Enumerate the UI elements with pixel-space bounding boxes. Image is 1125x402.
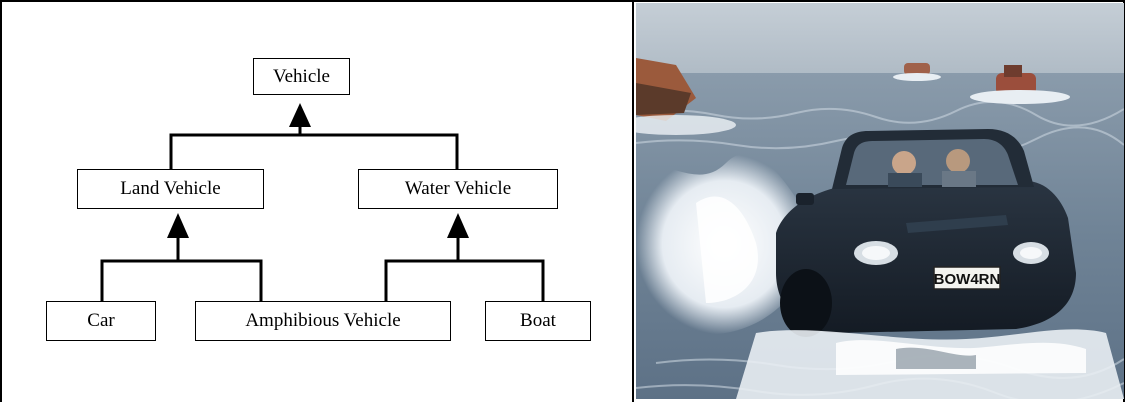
arrowhead-water-vehicle bbox=[447, 213, 469, 238]
edge-amphibious-to-water bbox=[384, 234, 460, 303]
amphibious-car-photo: BOW4RN bbox=[636, 3, 1124, 399]
edge-amphibious-to-land bbox=[178, 259, 263, 303]
node-amphibious-vehicle: Amphibious Vehicle bbox=[195, 301, 451, 341]
table-border-top bbox=[0, 0, 1125, 2]
photo-illustration: BOW4RN bbox=[636, 3, 1124, 399]
inheritance-diagram: Vehicle Land Vehicle Water Vehicle Car A… bbox=[3, 3, 631, 399]
edge-land-to-vehicle bbox=[169, 120, 302, 171]
edge-boat-to-water bbox=[458, 259, 545, 303]
number-plate-text: BOW4RN bbox=[934, 271, 1001, 288]
table-border-left bbox=[0, 0, 2, 402]
arrowhead-land-vehicle bbox=[167, 213, 189, 238]
amphibious-car: BOW4RN bbox=[776, 129, 1076, 337]
arrowhead-vehicle bbox=[289, 103, 311, 127]
background-boat-left bbox=[636, 58, 736, 135]
node-land-vehicle: Land Vehicle bbox=[77, 169, 264, 209]
table-border-right bbox=[1123, 0, 1125, 402]
node-car: Car bbox=[46, 301, 156, 341]
node-vehicle: Vehicle bbox=[253, 58, 350, 95]
node-boat: Boat bbox=[485, 301, 591, 341]
edge-water-to-vehicle bbox=[300, 133, 459, 171]
background-boat-right bbox=[970, 65, 1070, 104]
table-border-middle bbox=[632, 0, 634, 402]
edge-car-to-land bbox=[100, 234, 180, 303]
node-water-vehicle: Water Vehicle bbox=[358, 169, 558, 209]
diagram-connectors bbox=[100, 103, 545, 303]
background-boat-center bbox=[893, 63, 941, 81]
